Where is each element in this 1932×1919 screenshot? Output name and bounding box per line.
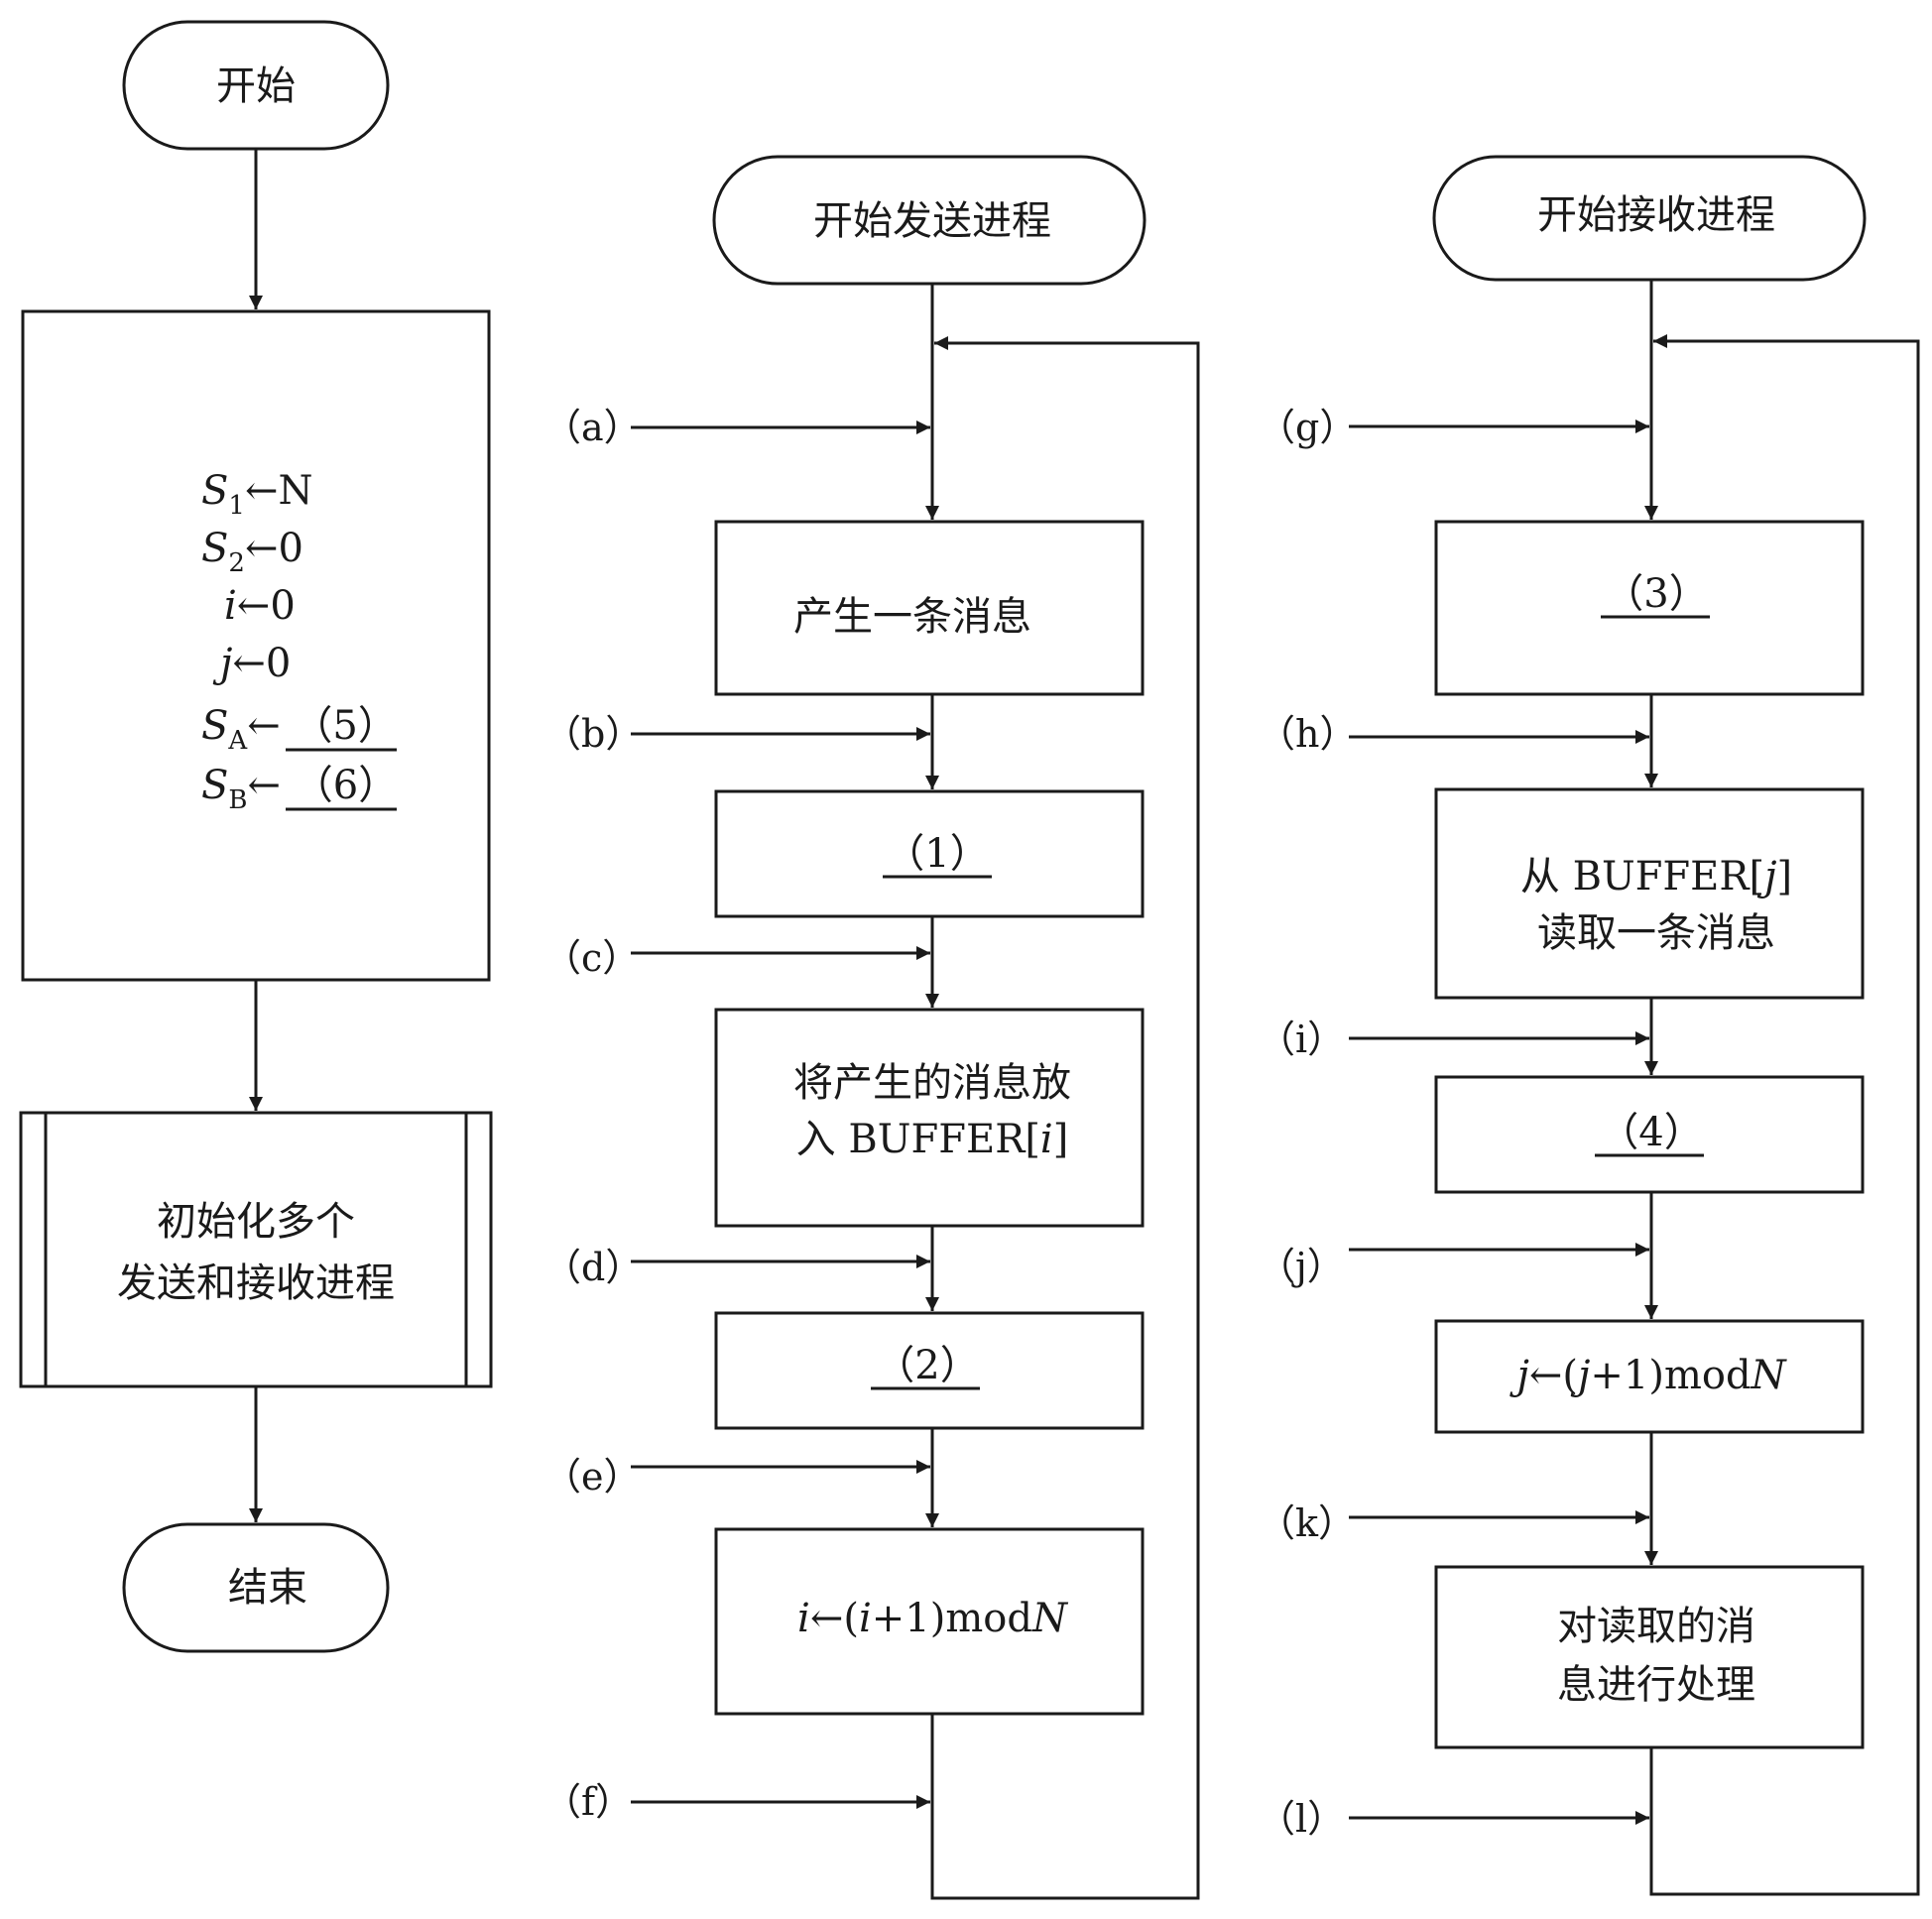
receive-loop-back (1649, 334, 1920, 1896)
read-message-line1: 从 BUFFER[j] (1520, 854, 1792, 900)
init-processes-line2: 发送和接收进程 (117, 1260, 395, 1306)
increment-i-box (714, 1527, 1145, 1716)
end-terminal (122, 1522, 390, 1653)
init-flow: 开始 S1←N S2←0 i←0 j←0 SA← （5） SB← （6） 初始化… (19, 20, 493, 1653)
marker-e: （e） (543, 1455, 642, 1499)
marker-d: （d） (543, 1246, 643, 1289)
marker-l: （l） (1258, 1797, 1345, 1841)
init-line-s1: S1←N (201, 468, 312, 521)
init-line-i: i←0 (224, 583, 296, 629)
increment-i-label: i←(i+1)modN (797, 1596, 1069, 1641)
read-message-line2: 读取一条消息 (1537, 910, 1775, 956)
receive-start-label: 开始接收进程 (1537, 192, 1775, 238)
send-flow: 开始发送进程 产生一条消息 （1） 将产生的消息放 入 BUFFER[i] （2… (543, 155, 1200, 1900)
blank-2-box (714, 1311, 1145, 1430)
receive-start-terminal (1432, 155, 1867, 282)
process-message-line1: 对读取的消 (1557, 1604, 1755, 1649)
init-line-j: j←0 (212, 641, 291, 686)
send-start-terminal (712, 155, 1147, 286)
send-start-label: 开始发送进程 (813, 198, 1051, 244)
blank-4-label: （4） (1599, 1110, 1703, 1155)
read-message-box (1434, 787, 1865, 1000)
blank-2-label: （2） (875, 1343, 979, 1388)
marker-h: （h） (1258, 712, 1357, 756)
marker-k: （k） (1258, 1501, 1356, 1545)
marker-a: （a） (543, 406, 642, 449)
marker-b: （b） (543, 712, 643, 756)
init-processes-box (19, 1111, 493, 1388)
receive-flow: 开始接收进程 （3） 从 BUFFER[j] 读取一条消息 （4） j←(j+1… (1258, 155, 1920, 1896)
marker-g: （g） (1258, 406, 1357, 449)
marker-f: （f） (543, 1780, 633, 1824)
end-label: 结束 (228, 1565, 307, 1611)
init-line-s2: S2←0 (201, 526, 303, 578)
init-variables-box (21, 309, 491, 982)
send-loop-back (930, 336, 1200, 1900)
init-processes-line1: 初始化多个 (157, 1199, 355, 1245)
blank-1-box (714, 789, 1145, 918)
generate-message-label: 产生一条消息 (793, 594, 1031, 640)
blank-5: （5） (293, 703, 397, 749)
blank-3-label: （3） (1604, 571, 1708, 617)
increment-j-box (1434, 1319, 1865, 1434)
blank-1-label: （1） (885, 831, 989, 877)
blank-3-box (1434, 520, 1865, 696)
process-message-box (1434, 1565, 1865, 1749)
put-message-line2: 入 BUFFER[i] (796, 1117, 1069, 1162)
init-line-sb: SB← （6） (201, 763, 398, 815)
generate-message-box (714, 520, 1145, 696)
blank-4-box (1434, 1075, 1865, 1194)
increment-j-label: j←(j+1)modN (1509, 1353, 1787, 1398)
start-label: 开始 (216, 63, 296, 109)
put-message-line1: 将产生的消息放 (793, 1060, 1071, 1106)
process-message-line2: 息进行处理 (1557, 1662, 1755, 1708)
marker-j: （j） (1258, 1245, 1345, 1288)
init-line-sa: SA← （5） (201, 703, 398, 756)
marker-i: （i） (1258, 1018, 1345, 1061)
put-message-box (714, 1008, 1145, 1228)
blank-6: （6） (294, 763, 398, 808)
marker-c: （c） (543, 936, 640, 980)
